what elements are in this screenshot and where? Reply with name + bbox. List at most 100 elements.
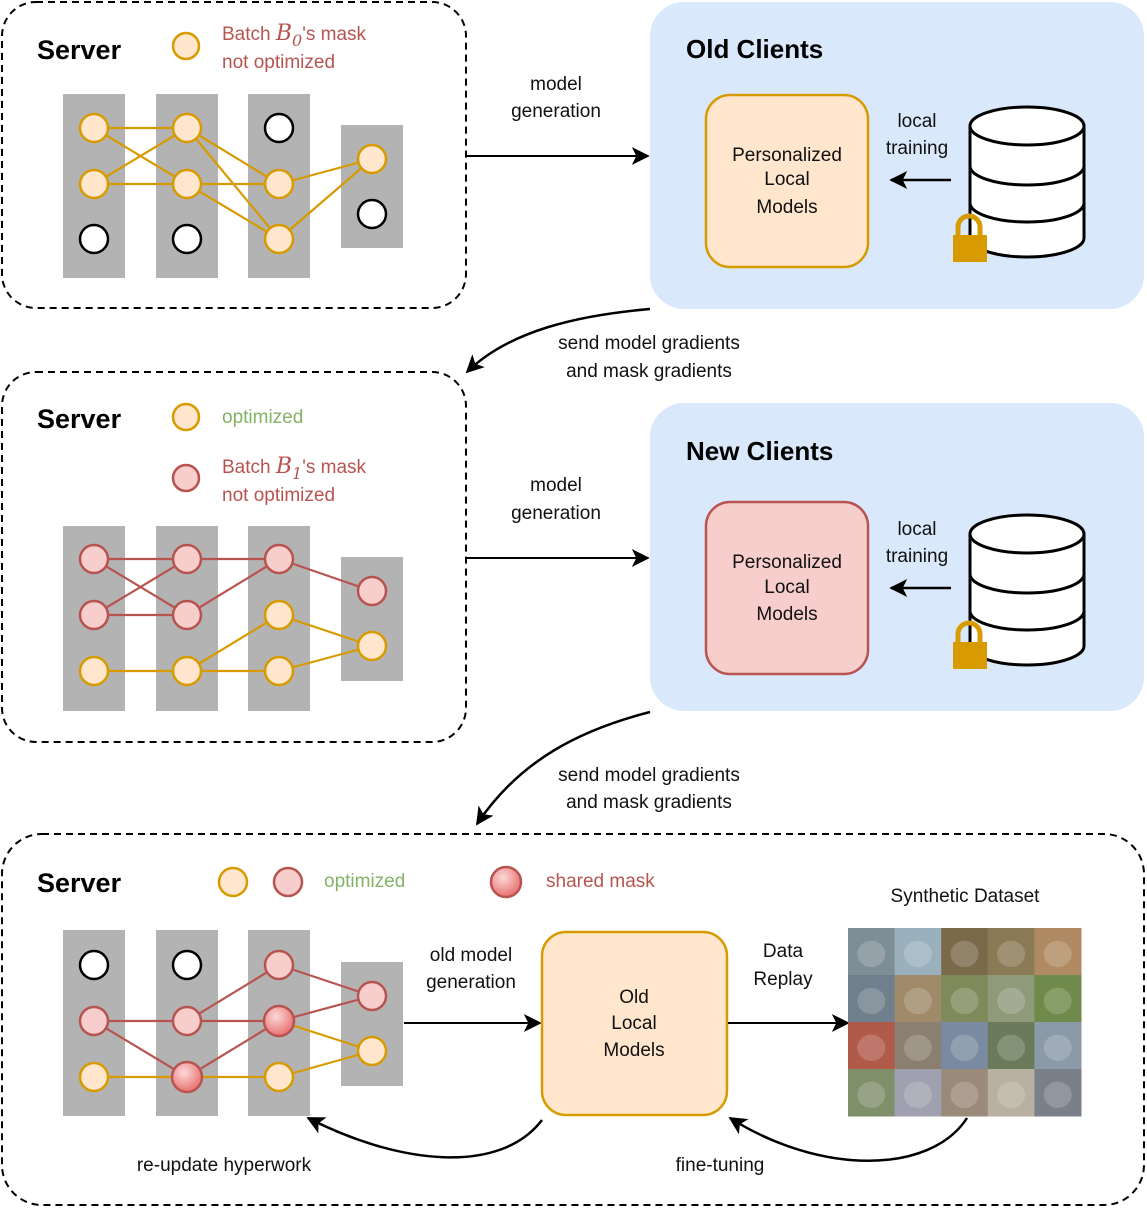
old-model-label-3: Models (756, 197, 817, 218)
server-title-2: Server (37, 404, 122, 434)
node (171, 949, 203, 981)
node (171, 655, 203, 687)
legend-red-node-icon (171, 463, 201, 493)
synthetic-image-tile (987, 1069, 1035, 1117)
node (263, 599, 295, 631)
synthetic-image-blob (857, 987, 886, 1015)
data-replay-label-2: Replay (753, 969, 813, 990)
node (78, 223, 110, 255)
synthetic-image-blob (1043, 940, 1072, 968)
send-gradients-arrow-1: send model gradients and mask gradients (465, 307, 740, 382)
synthetic-image-blob (997, 940, 1026, 968)
synthetic-dataset-image-grid (848, 928, 1082, 1117)
synthetic-image-blob (903, 940, 932, 968)
old-model-label-1: Personalized (732, 145, 842, 166)
send-gradients-label-1a: send model gradients (558, 333, 740, 354)
old-local-models-box (540, 930, 729, 1117)
server-panel-1: Server Batch B0's mask not optimized (1, 1, 467, 309)
synthetic-image-blob (1043, 1034, 1072, 1062)
legend-not-optimized-2: not optimized (222, 485, 335, 506)
new-clients-panel: New Clients Personalized Local Models lo… (650, 403, 1144, 711)
send-gradients-label-1b: and mask gradients (566, 361, 732, 382)
node (171, 543, 203, 575)
node (171, 599, 203, 631)
node (78, 655, 110, 687)
node (78, 1061, 110, 1093)
node (171, 112, 203, 144)
legend-shared-mask-icon (489, 865, 523, 899)
node (263, 543, 295, 575)
server-panel-2: Server optimized Batch B1's mask not opt… (1, 371, 467, 743)
synthetic-image-blob (1043, 987, 1072, 1015)
node (171, 168, 203, 200)
model-generation-arrow-1: model generation (467, 74, 650, 165)
synthetic-image-blob (950, 1034, 979, 1062)
legend-batch-b1: Batch B1's mask (222, 454, 367, 483)
fine-tuning-label: fine-tuning (676, 1155, 765, 1176)
lock-icon (953, 213, 987, 262)
synthetic-image-tile (848, 1069, 896, 1117)
synthetic-image-tile (848, 928, 896, 976)
legend-orange-node-icon (171, 31, 201, 61)
old-model-label-2: Local (764, 169, 809, 190)
old-model-generation-label-2: generation (426, 972, 516, 993)
synthetic-image-tile (894, 975, 942, 1023)
node (78, 1005, 110, 1037)
new-clients-title: New Clients (686, 436, 833, 466)
synthetic-image-blob (903, 1081, 932, 1109)
legend-batch-b0: Batch B0's mask (222, 21, 367, 50)
node (78, 168, 110, 200)
node (356, 980, 388, 1012)
new-local-training-1: local (897, 519, 936, 540)
old-local-models-label-1: Old (619, 987, 649, 1008)
old-local-training-1: local (897, 111, 936, 132)
model-generation-label-1b: generation (511, 101, 601, 122)
synthetic-image-tile (987, 1022, 1035, 1070)
server-title-3: Server (37, 868, 122, 898)
synthetic-image-blob (997, 1081, 1026, 1109)
server-panel-3: Server optimized shared mask (1, 833, 1145, 1206)
new-model-label-3: Models (756, 604, 817, 625)
lock-icon (953, 620, 987, 669)
new-model-label-1: Personalized (732, 552, 842, 573)
synthetic-image-tile (987, 928, 1035, 976)
model-generation-label-1a: model (530, 74, 582, 95)
old-model-generation-label-1: old model (430, 945, 512, 966)
synthetic-image-blob (950, 987, 979, 1015)
synthetic-image-tile (1034, 928, 1082, 976)
old-clients-panel: Old Clients Personalized Local Models lo… (650, 2, 1144, 309)
server-title-1: Server (37, 35, 122, 65)
send-gradients-label-2a: send model gradients (558, 765, 740, 786)
node (356, 1035, 388, 1067)
old-local-models-label-3: Models (603, 1040, 664, 1061)
node (356, 143, 388, 175)
database-icon (968, 513, 1086, 667)
model-generation-arrow-2: model generation (467, 475, 650, 567)
synthetic-image-tile (894, 928, 942, 976)
model-generation-label-2a: model (530, 475, 582, 496)
legend-orange-node-icon (171, 402, 201, 432)
synthetic-image-blob (997, 987, 1026, 1015)
new-model-label-2: Local (764, 577, 809, 598)
node (171, 223, 203, 255)
node (262, 1004, 296, 1038)
network-3 (63, 930, 403, 1116)
fine-tuning-arrow (728, 1116, 969, 1162)
synthetic-image-blob (857, 940, 886, 968)
node (78, 599, 110, 631)
send-gradients-arrow-2: send model gradients and mask gradients (475, 710, 740, 826)
model-generation-label-2b: generation (511, 503, 601, 524)
synthetic-image-tile (894, 1069, 942, 1117)
old-local-models-label-2: Local (611, 1013, 656, 1034)
personalized-models-box-new (704, 500, 870, 676)
synthetic-image-tile (941, 1069, 989, 1117)
synthetic-image-tile (894, 1022, 942, 1070)
legend-optimized-3: optimized (324, 871, 405, 892)
node (263, 168, 295, 200)
old-local-training-2: training (886, 138, 948, 159)
synthetic-image-blob (950, 940, 979, 968)
synthetic-image-tile (941, 975, 989, 1023)
synthetic-image-tile (1034, 975, 1082, 1023)
synthetic-image-tile (1034, 1069, 1082, 1117)
